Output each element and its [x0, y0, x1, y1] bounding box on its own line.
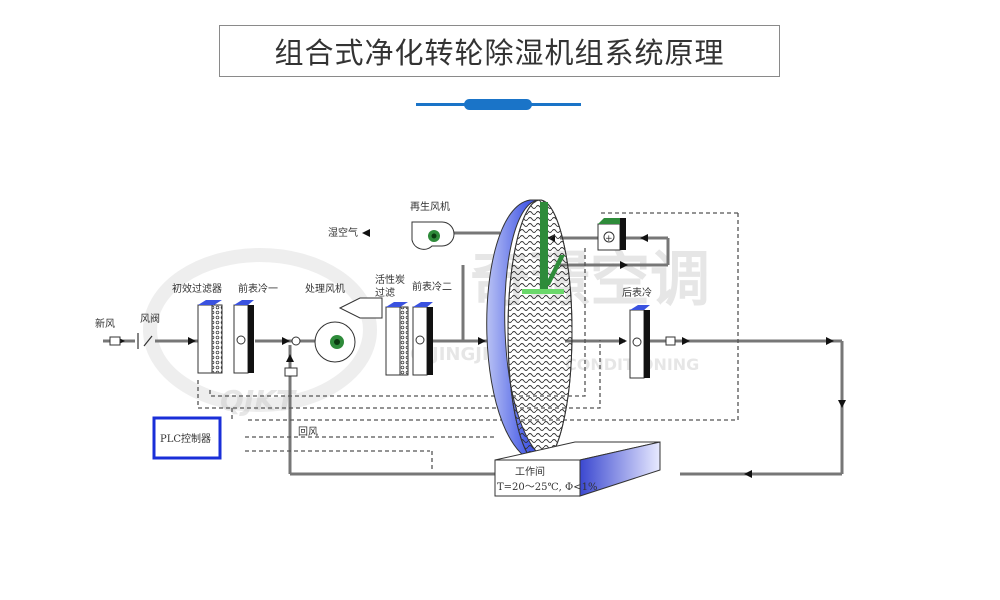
label-pre-cooler-1: 前表冷一 [238, 282, 278, 295]
pre-cooler-1 [233, 300, 254, 374]
pre-cooler-2 [412, 302, 433, 376]
plc-controller: PLC控制器 [152, 416, 222, 460]
title-divider-pill [464, 99, 532, 110]
label-room-title: 工作间 [515, 465, 545, 478]
damper-icon [137, 333, 153, 349]
regen-fan [411, 221, 455, 250]
page-title: 组合式净化转轮除湿机组系统原理 [274, 36, 725, 70]
watermark-en: QIJINGJIU [410, 344, 503, 365]
label-primary-filter: 初效过滤器 [172, 282, 222, 295]
label-wet-air: 湿空气 [328, 226, 358, 239]
label-plc: PLC控制器 [160, 432, 211, 445]
label-regen-fan: 再生风机 [410, 200, 450, 213]
control-lines [197, 212, 739, 470]
svg-text:+: + [605, 234, 613, 244]
supply-sensor [665, 336, 676, 346]
heater: + [597, 218, 626, 251]
label-process-fan: 处理风机 [305, 282, 345, 295]
post-cooler [629, 305, 650, 379]
label-carbon-filter-2: 过滤 [375, 286, 395, 299]
fresh-air-sensor [109, 336, 121, 346]
label-return-air: 回风 [298, 426, 318, 438]
label-room-spec: T=20～25℃, Φ<1% [497, 482, 597, 493]
label-carbon-filter-1: 活性炭 [375, 273, 405, 286]
label-post-cooler: 后表冷 [622, 286, 652, 299]
primary-filter [197, 300, 223, 374]
clean-room: 工作间 T=20～25℃, Φ<1% [494, 441, 661, 497]
watermark-logo: QJKT [220, 384, 297, 417]
return-sensor [284, 367, 298, 377]
label-pre-cooler-2: 前表冷二 [412, 280, 452, 293]
label-damper: 风阀 [140, 312, 160, 325]
label-fresh-air: 新风 [95, 317, 115, 330]
desiccant-wheel [486, 199, 573, 466]
carbon-filter [385, 302, 409, 376]
title-box: 组合式净化转轮除湿机组系统原理 [219, 25, 780, 77]
process-fan [291, 297, 383, 363]
